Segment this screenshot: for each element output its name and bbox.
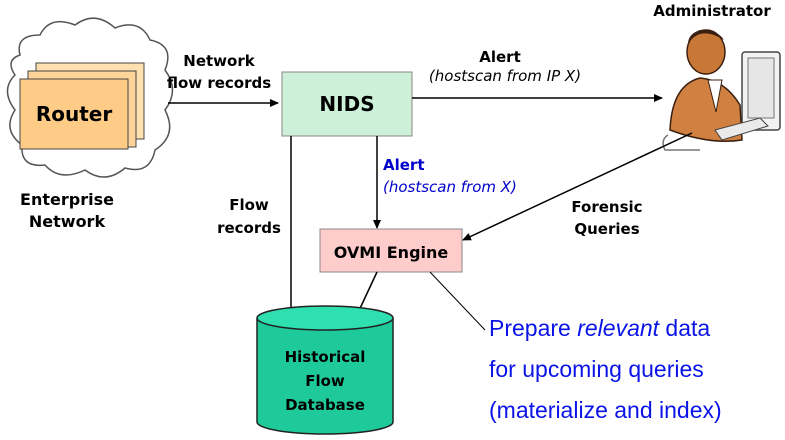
database-label-line2: Flow	[305, 372, 345, 390]
arrow-admin-to-ovmi	[462, 132, 693, 241]
router-stack: Router	[19, 62, 145, 150]
router-label: Router	[36, 102, 113, 126]
note-line3: (materialize and index)	[489, 397, 722, 423]
forensic-queries-line2: Queries	[574, 220, 639, 238]
database-label-line3: Database	[285, 396, 365, 414]
alert-mid-detail: (hostscan from X)	[383, 178, 517, 196]
alert-mid-title: Alert	[383, 156, 425, 174]
enterprise-network-line1: Enterprise	[20, 190, 114, 209]
note-line1: Prepare relevant data	[489, 315, 710, 341]
note-line2: for upcoming queries	[489, 356, 704, 382]
note-connector	[429, 271, 486, 331]
alert-top-detail: (hostscan from IP X)	[429, 67, 581, 85]
forensic-queries-line1: Forensic	[571, 198, 642, 216]
nids-box	[281, 71, 413, 137]
router-box	[19, 78, 129, 150]
network-flow-label-line2: flow records	[167, 74, 271, 92]
administrator-icon	[662, 29, 781, 151]
administrator-label: Administrator	[653, 2, 771, 20]
database-label-line1: Historical	[285, 348, 366, 366]
ovmi-engine-label: OVMI Engine	[334, 243, 449, 262]
ovmi-engine-box	[319, 228, 463, 273]
nids-label: NIDS	[319, 92, 374, 116]
network-flow-label-line1: Network	[183, 52, 255, 70]
flow-records-line2: records	[217, 219, 281, 237]
enterprise-network-line2: Network	[29, 212, 106, 231]
historical-flow-database: Historical Flow Database	[256, 305, 394, 435]
alert-top-title: Alert	[479, 48, 521, 66]
flow-records-line1: Flow	[229, 196, 269, 214]
